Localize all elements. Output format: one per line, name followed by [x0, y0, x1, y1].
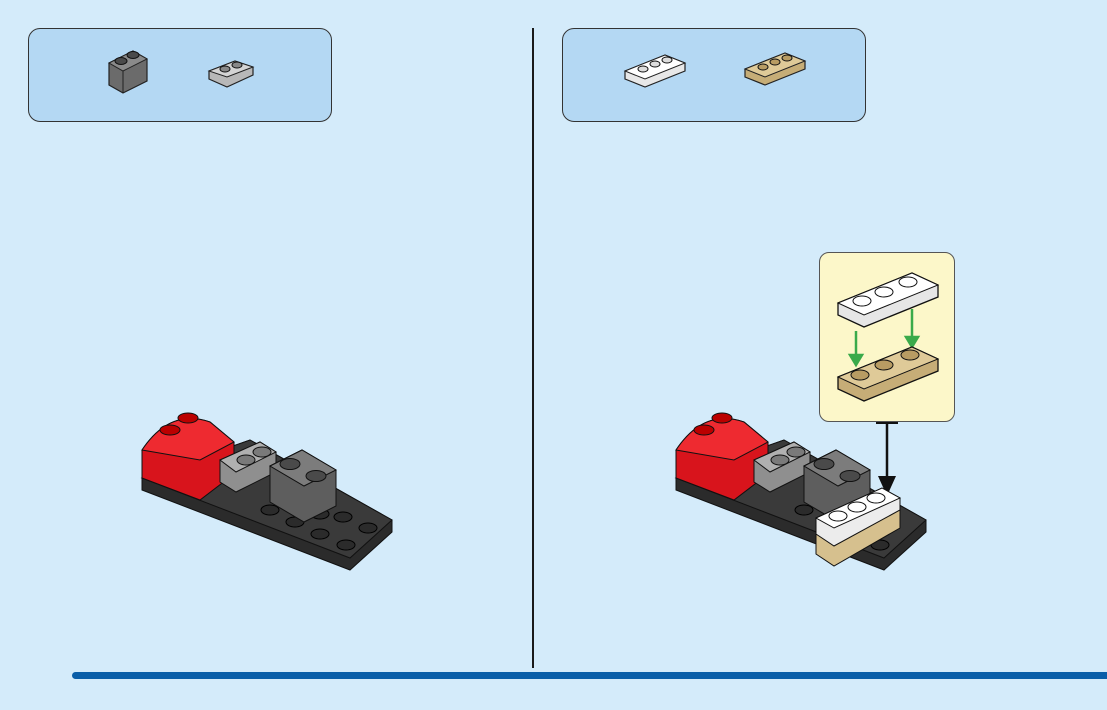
light-gray-plate-icon	[205, 57, 257, 91]
step-divider	[532, 28, 534, 668]
parts-list-box-step-2	[562, 28, 866, 122]
subassembly-diagram	[820, 253, 954, 421]
vehicle-model-step-1	[130, 400, 400, 575]
tan-plate-icon	[741, 49, 809, 87]
vehicle-model-step-2	[664, 400, 934, 575]
bottom-accent-bar	[72, 672, 1107, 679]
parts-list-box-step-1	[28, 28, 332, 122]
dark-gray-curved-brick-icon	[103, 43, 155, 95]
white-plate-icon	[621, 51, 689, 89]
subassembly-callout	[819, 252, 955, 422]
